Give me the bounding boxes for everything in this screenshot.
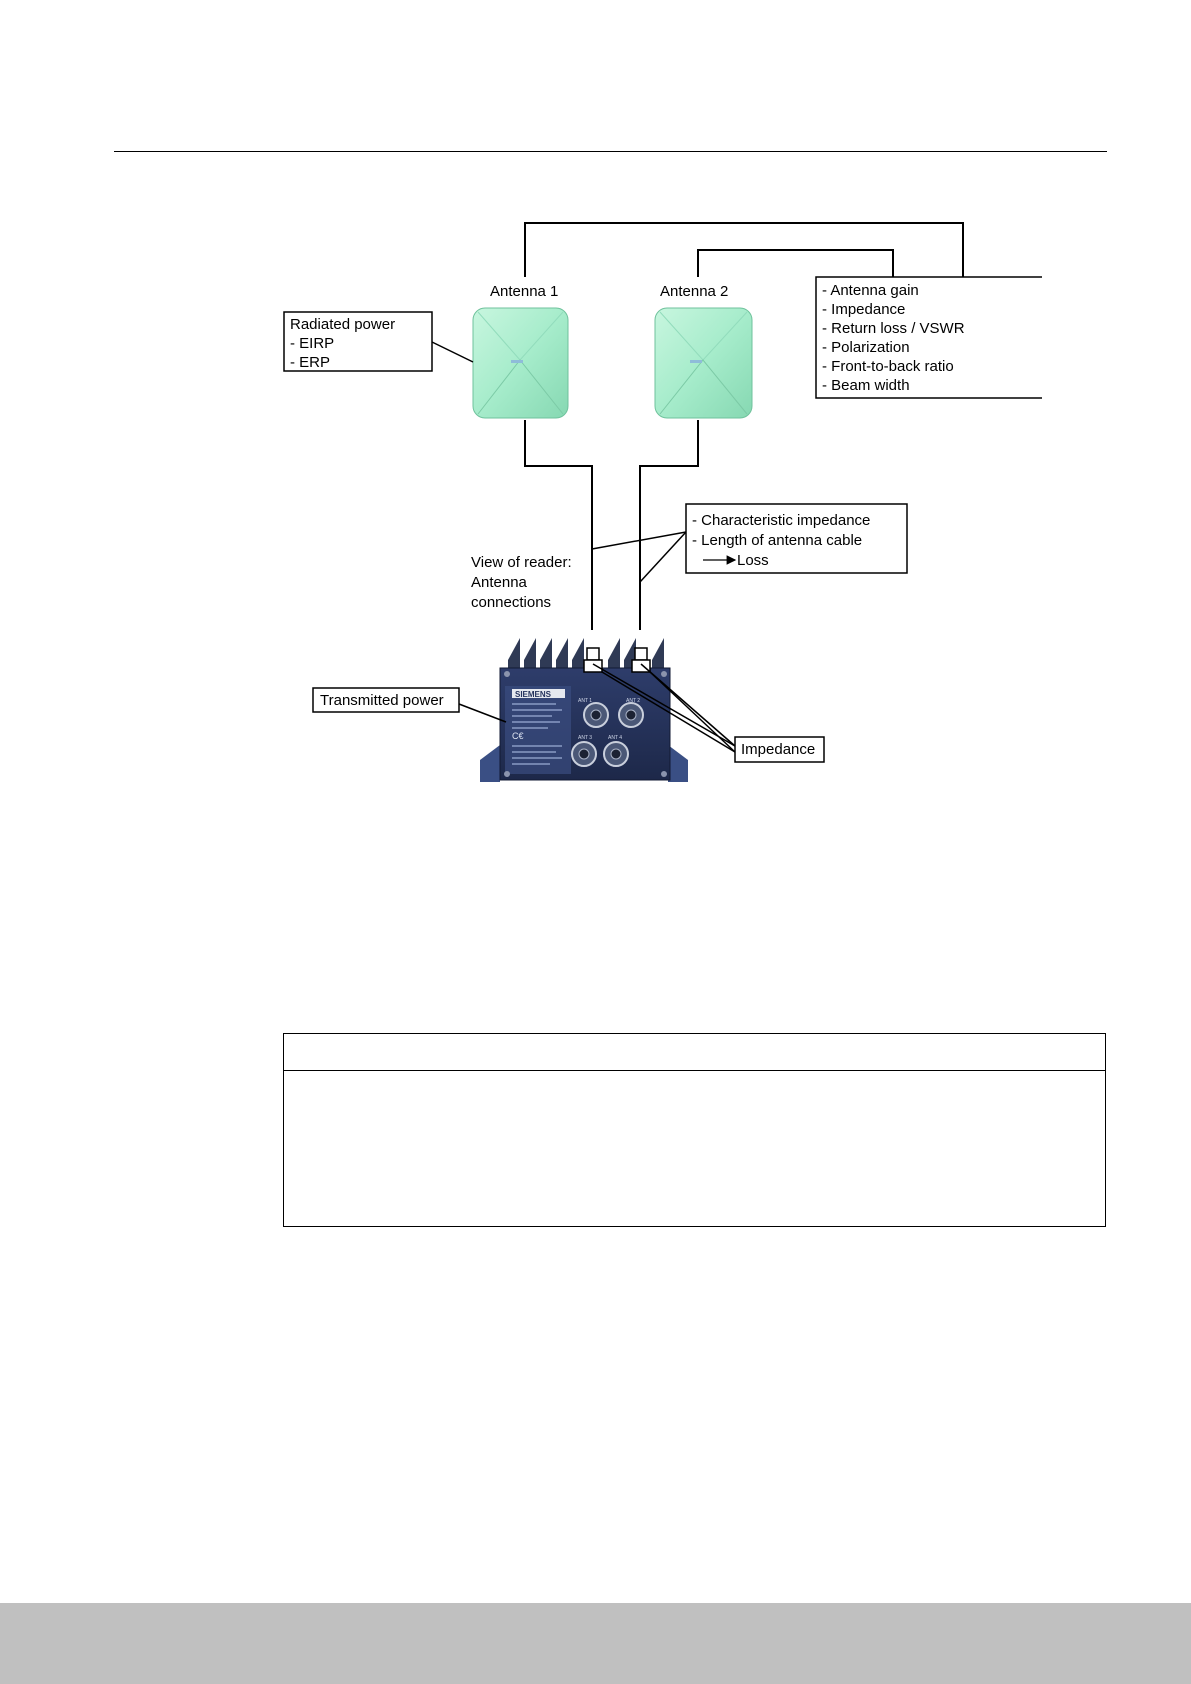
note-box (283, 1033, 1106, 1227)
port-label-ant2: ANT 2 (626, 698, 640, 704)
impedance-leaders (592, 663, 736, 753)
antenna-2-label: Antenna 2 (660, 283, 728, 300)
radiated-leader (431, 341, 474, 363)
radiated-power-title: Radiated power (290, 316, 395, 333)
antenna-1 (472, 307, 569, 419)
note-box-header (284, 1034, 1105, 1071)
header-rule (114, 151, 1107, 152)
prop-front-to-back: - Front-to-back ratio (822, 358, 954, 375)
port-label-ant4: ANT 4 (608, 735, 622, 741)
transmitted-power-box: Transmitted power (312, 687, 460, 713)
connector-lines (524, 222, 964, 630)
antenna-properties-box: - Antenna gain - Impedance - Return loss… (815, 276, 1042, 399)
reader-connectors (571, 702, 644, 767)
antenna-1-led (511, 360, 523, 363)
svg-text:C€: C€ (512, 731, 524, 741)
cable-char-impedance: - Characteristic impedance (692, 512, 870, 529)
antenna-2 (654, 307, 753, 419)
prop-polarization: - Polarization (822, 339, 910, 356)
impedance-box: Impedance (734, 736, 825, 763)
prop-antenna-gain: - Antenna gain (822, 282, 919, 299)
reader-view-label-line1: View of reader: (471, 554, 572, 571)
cable-length: - Length of antenna cable (692, 532, 862, 549)
port-label-ant1: ANT 1 (578, 698, 592, 704)
radiated-eirp: - EIRP (290, 335, 334, 352)
prop-beam-width: - Beam width (822, 377, 910, 394)
cable-properties-box: - Characteristic impedance - Length of a… (685, 503, 908, 574)
footer-band (0, 1603, 1191, 1684)
reader-view-label-line3: connections (471, 594, 551, 611)
reader-brand: SIEMENS (515, 690, 552, 699)
antenna-2-led (690, 360, 702, 363)
radiated-power-box: Radiated power - EIRP - ERP (283, 311, 433, 372)
prop-return-loss: - Return loss / VSWR (822, 320, 965, 337)
reader-device: SIEMENS C€ ANT 1 ANT 2 ANT 3 ANT 4 (480, 638, 688, 782)
transmitted-leader (458, 703, 507, 723)
cable-plugs (583, 647, 651, 673)
cable-leaders (591, 531, 687, 583)
reader-view-label-line2: Antenna (471, 574, 528, 591)
antenna-1-label: Antenna 1 (490, 283, 558, 300)
port-label-ant3: ANT 3 (578, 735, 592, 741)
transmitted-power-label: Transmitted power (320, 692, 444, 709)
impedance-label: Impedance (741, 741, 815, 758)
cable-loss: Loss (737, 552, 769, 569)
radiated-erp: - ERP (290, 354, 330, 371)
prop-impedance: - Impedance (822, 301, 905, 318)
